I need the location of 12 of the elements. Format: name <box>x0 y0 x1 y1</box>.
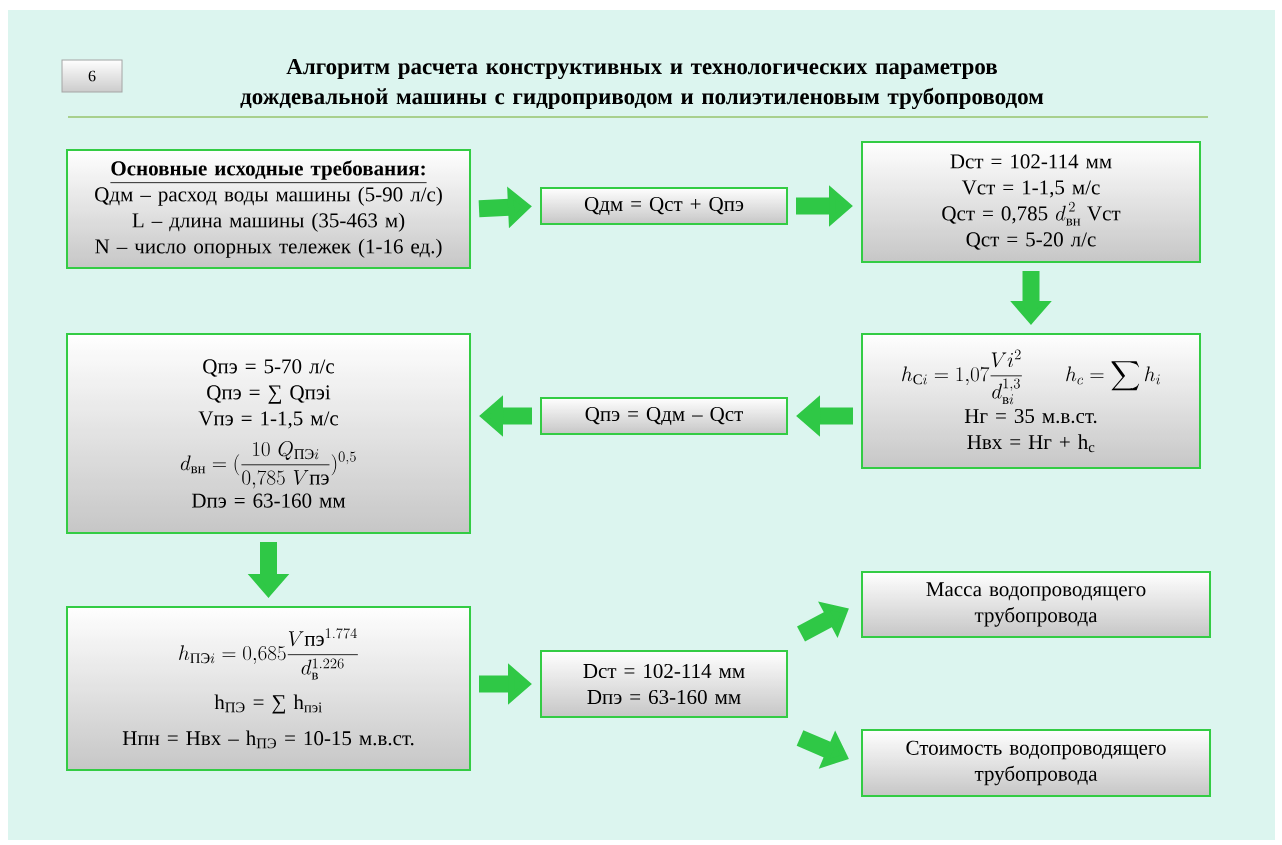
process-box: Qдм = Qст + Qпэ <box>540 187 788 225</box>
process-box: $h_{\text{ПЭ}i} = 0{,}685\frac{V\text{пэ}^{1.774}}{d_{\text{в}}^{1.226}}$ h$_{ПЭ}$ = ∑ h$_{пэi}$ Hпн = Hвх – h$_{ПЭ}$ = 10-15 м.в.ст. <box>66 606 471 771</box>
process-box: Dст = 102-114 мм Vст = 1-1,5 м/с $\text{Qст = 0,785 }d_{\text{вн}}^{\,2}\;\text{Vст}$ Qст = 5-20 л/с <box>861 141 1201 263</box>
process-box: Qпэ = Qдм – Qст <box>540 397 788 435</box>
process-box: Масса водопроводящего трубопровода <box>861 571 1211 638</box>
process-box: Основные исходные требования: Qдм – расход воды машины (5-90 л/с) L – длина машины (35-463 м) N – число опорных тележек (1-16 ед.) <box>66 149 471 269</box>
process-box: $h_{\text{С}i} = 1{,}07\frac{Vi^2}{d_{\text{в}i}^{1{,}3}}\qquad h_c = \sum h_i$ Hг = 35 м.в.ст. Hвх = Hг + h$_{c}$ <box>861 333 1201 469</box>
process-box: Стоимость водопроводящего трубопровода <box>861 729 1211 797</box>
process-box: Dст = 102-114 мм Dпэ = 63-160 мм <box>540 650 788 718</box>
process-box: Qпэ = 5-70 л/с Qпэ = ∑ Qпэi Vпэ = 1-1,5 м/с $d_{\text{вн}} = (\frac{10\ Q_{\text{ПЭ}i}}{0{,}785\ V\text{пэ}})^{0{,}5}$ Dпэ = 63-160 мм <box>66 333 471 534</box>
slide-number-badge: 6 <box>61 59 123 93</box>
title: Алгоритм расчета конструктивных и технологических параметров дождевальной машины с гидроприводом и полиэтиленовым трубопроводом <box>240 58 1044 110</box>
